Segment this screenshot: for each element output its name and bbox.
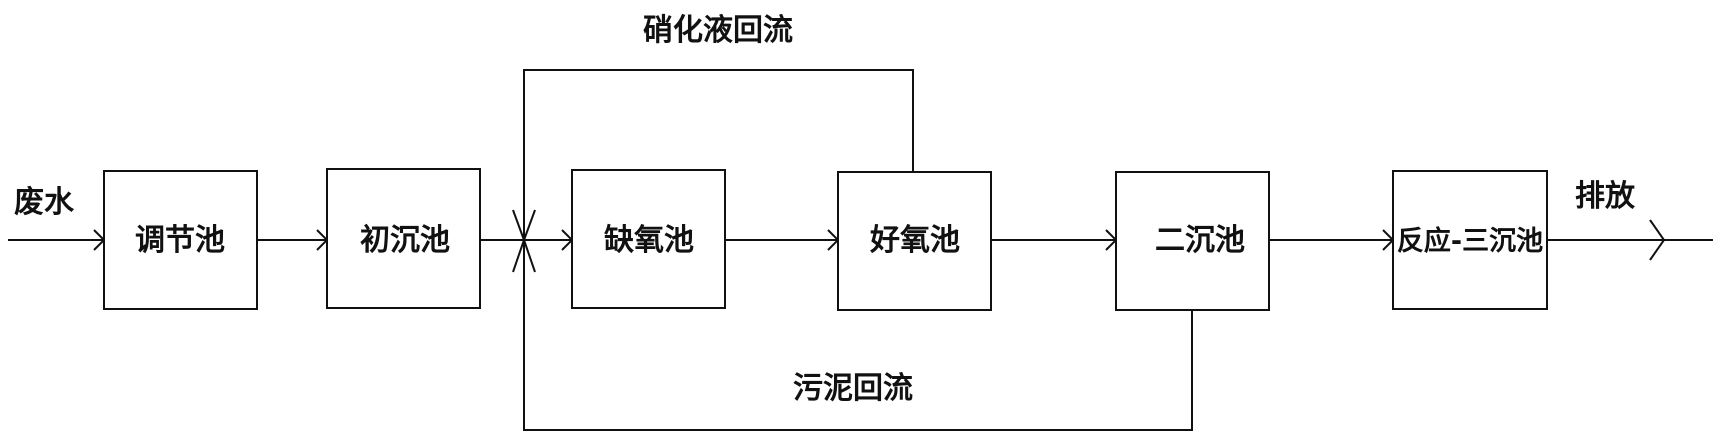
unit-label-erchen: 二沉池: [1155, 223, 1245, 258]
output-label: 排放: [1575, 179, 1636, 214]
input-label: 废水: [14, 185, 75, 220]
unit-label-tiaojie: 调节池: [135, 223, 225, 258]
unit-box-erchen: [1115, 171, 1270, 311]
unit-label-fanying: 反应-三沉池: [1397, 225, 1543, 257]
junction-arrow-down-right: [523, 209, 536, 241]
unit-box-chuchen: [326, 168, 481, 309]
unit-box-tiaojie: [103, 170, 258, 310]
sludge-recycle-label: 污泥回流: [793, 371, 913, 406]
sludge-recycle-line: [523, 240, 1193, 431]
junction-arrow-up-left: [512, 239, 525, 273]
outflow-arrowhead: [1649, 219, 1666, 261]
unit-label-queyang: 缺氧池: [604, 223, 694, 258]
unit-label-haoyang: 好氧池: [869, 223, 960, 258]
nitrification-recycle-label: 硝化液回流: [643, 13, 793, 48]
unit-label-chuchen: 初沉池: [360, 223, 450, 258]
unit-box-fanying: [1392, 170, 1548, 310]
junction-arrow-down-left: [512, 209, 525, 241]
nitrification-recycle-line: [523, 69, 914, 240]
junction-arrow-up-right: [523, 239, 536, 273]
